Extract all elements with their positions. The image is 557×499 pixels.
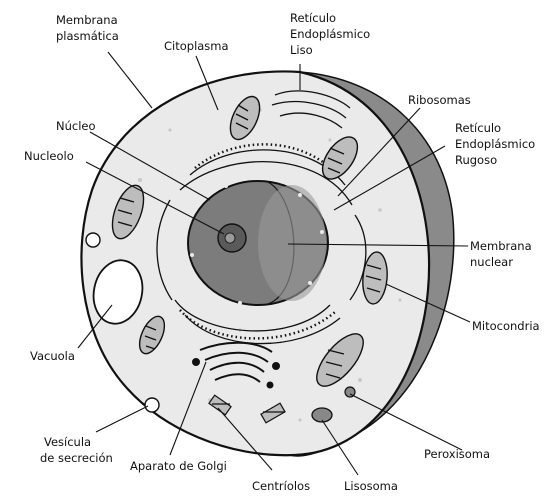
vacuole: [92, 259, 144, 325]
golgi-apparatus: [192, 341, 280, 389]
nuclear-pores: [190, 184, 324, 305]
label-nucleolo: Nucleolo: [24, 149, 74, 163]
mitochondrion-4: [362, 251, 388, 305]
label-nucleo: Núcleo: [56, 119, 96, 133]
label-lisosoma: Lisosoma: [344, 479, 398, 493]
nucleus: [187, 180, 329, 306]
mitochondrion-6: [138, 315, 166, 355]
label-reticulo-rugoso: Retículo Endoplásmico Rugoso: [455, 121, 539, 167]
label-mitocondria: Mitocondria: [472, 319, 540, 333]
mitochondrion-5: [316, 333, 364, 387]
label-vacuola: Vacuola: [30, 349, 75, 363]
mitochondria: [111, 95, 388, 387]
centrioles: [208, 394, 286, 424]
label-golgi: Aparato de Golgi: [130, 459, 227, 473]
leader-lines: [77, 51, 471, 476]
label-centriolos: Centríolos: [252, 479, 310, 493]
peroxisome: [344, 386, 356, 398]
label-reticulo-liso: Retículo Endoplásmico Liso: [290, 11, 374, 57]
label-ribosomas: Ribosomas: [408, 93, 471, 107]
label-membrana-nuclear: Membrana nuclear: [470, 239, 535, 269]
mitochondrion-2: [321, 136, 359, 180]
smooth-er: [271, 90, 351, 129]
lysosome: [311, 407, 333, 423]
label-vesicula: Vesícula de secreción: [40, 435, 113, 465]
label-citoplasma: Citoplasma: [164, 39, 229, 53]
mitochondrion-3: [111, 184, 145, 240]
label-membrana-plasmatica: Membrana plasmática: [56, 13, 121, 43]
mitochondrion-1: [229, 95, 261, 141]
labels: Membrana plasmática Citoplasma Retículo …: [24, 11, 540, 493]
label-peroxisoma: Peroxisoma: [424, 447, 490, 461]
secretory-vesicles: [85, 232, 160, 413]
